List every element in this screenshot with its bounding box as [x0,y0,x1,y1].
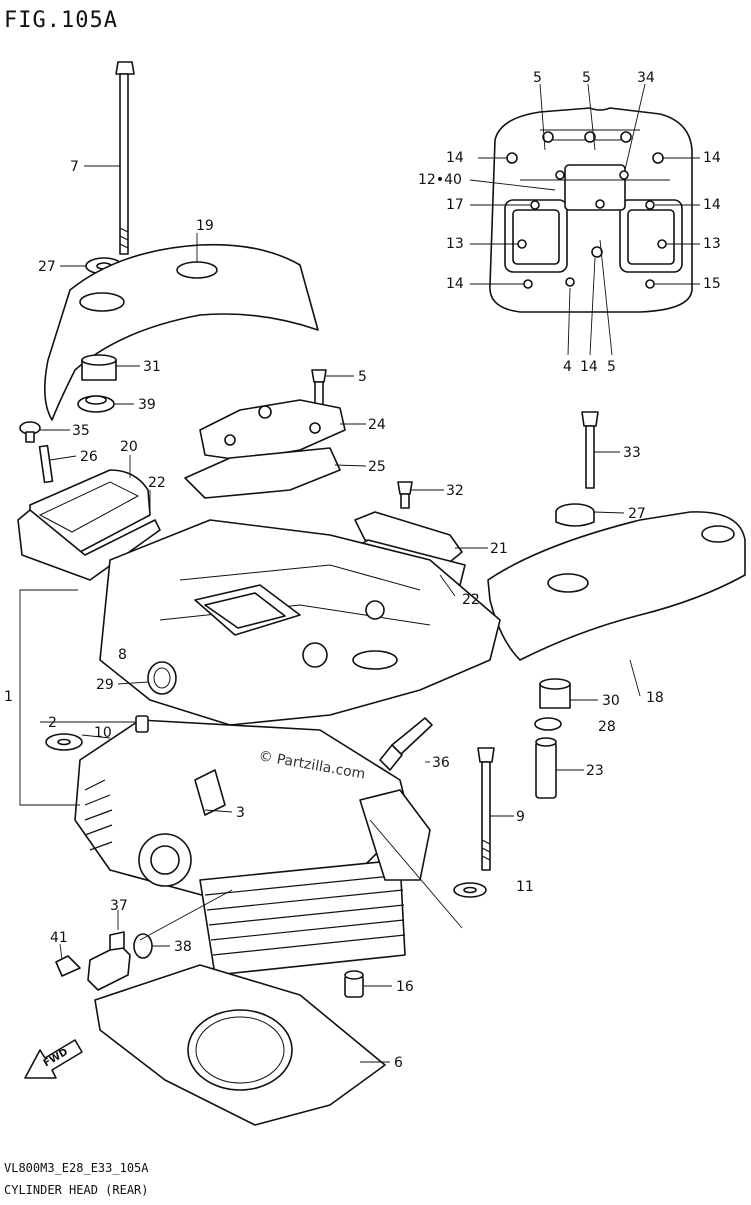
callout-35: 35 [72,423,90,439]
callout-20: 20 [120,439,138,455]
part-bolt-7 [115,61,135,255]
part-grommet-30 [539,678,571,709]
callout-25: 25 [368,459,386,475]
part-cover-18 [487,511,746,661]
callout-23: 23 [586,763,604,779]
footer-code: VL800M3_E28_E33_105A [4,1161,149,1175]
callout-30: 30 [602,693,620,709]
part-washer-27-right [555,503,595,527]
callout-26: 26 [80,449,98,465]
callout-37: 37 [110,898,128,914]
callout-36: 36 [432,755,450,771]
callout-18: 18 [646,690,664,706]
callout-38: 38 [174,939,192,955]
callout-10: 10 [94,725,112,741]
callout-11: 11 [516,879,534,895]
part-gasket-22-left [17,509,161,581]
callout-39: 39 [138,397,156,413]
part-bolt-33 [581,411,599,489]
callout-28: 28 [598,719,616,735]
footer-title: CYLINDER HEAD (REAR) [4,1183,149,1197]
part-dowel-2 [135,715,149,733]
callout-27-left: 27 [38,259,56,275]
callout-22-right: 22 [462,592,480,608]
callout-9: 9 [516,809,525,825]
callout-8: 8 [118,647,127,663]
callout-1: 1 [4,689,13,705]
part-cover-21 [354,511,463,567]
part-bolt-26 [38,444,54,484]
part-union-37 [87,931,131,991]
callout-5-middle: 5 [358,369,367,385]
callout-27-right: 27 [628,506,646,522]
callout-labels: 7 27 19 31 39 35 26 20 22 5 24 25 32 21 … [4,159,664,1071]
inset-callout-12-40: 12•40 [418,172,462,188]
part-washer-10 [45,733,83,751]
part-head-gasket-6 [94,964,386,1126]
inset-callout-17: 17 [446,197,464,213]
callout-22-left: 22 [148,475,166,491]
part-grommet-39 [77,395,115,413]
callout-29: 29 [96,677,114,693]
inset-callout-14d: 14 [446,276,464,292]
callout-33: 33 [623,445,641,461]
callout-7: 7 [70,159,79,175]
callout-41: 41 [50,930,68,946]
callout-31: 31 [143,359,161,375]
inset-callout-5c: 5 [607,359,616,375]
inset-head-top-view: 5 5 34 14 14 12•40 17 14 13 13 14 15 4 1… [418,70,721,375]
part-bolt-9 [477,747,495,871]
part-washer-11 [453,882,487,898]
inset-callout-4: 4 [563,359,572,375]
part-bolt-5-middle [311,369,327,413]
part-sleeve-23 [535,737,557,799]
callout-16: 16 [396,979,414,995]
inset-callout-14b: 14 [703,150,721,166]
part-cover-19 [44,243,319,421]
fwd-arrow-icon: FWD [24,1039,83,1079]
callout-bracket-1 [19,589,80,806]
figure-title: FIG.105A [4,8,118,33]
part-valve-cover-24 [199,399,346,461]
inset-callout-34: 34 [637,70,655,86]
part-grommet-31 [81,354,117,381]
callout-19: 19 [196,218,214,234]
callout-24: 24 [368,417,386,433]
callout-3: 3 [236,805,245,821]
part-cap-29 [147,661,177,695]
part-spark-plug-36 [379,717,433,771]
part-dowel-16 [344,970,364,998]
inset-callout-13a: 13 [446,236,464,252]
callout-6: 6 [394,1055,403,1071]
inset-callout-5b: 5 [582,70,591,86]
callout-leaders [40,165,641,1063]
callout-2: 2 [48,715,57,731]
inset-callout-14e: 14 [580,359,598,375]
part-o-ring-38 [133,933,153,959]
inset-callout-14a: 14 [446,150,464,166]
part-bolt-35 [19,421,41,443]
part-washer-28 [534,717,562,731]
part-bolt-41 [55,955,81,977]
callout-32: 32 [446,483,464,499]
inset-callout-15: 15 [703,276,721,292]
callout-21: 21 [490,541,508,557]
part-gasket-25 [184,447,341,499]
inset-callout-14c: 14 [703,197,721,213]
part-cylinder-head-1 [74,519,501,976]
part-bolt-32 [397,481,413,509]
inset-callout-13b: 13 [703,236,721,252]
inset-callout-5a: 5 [533,70,542,86]
